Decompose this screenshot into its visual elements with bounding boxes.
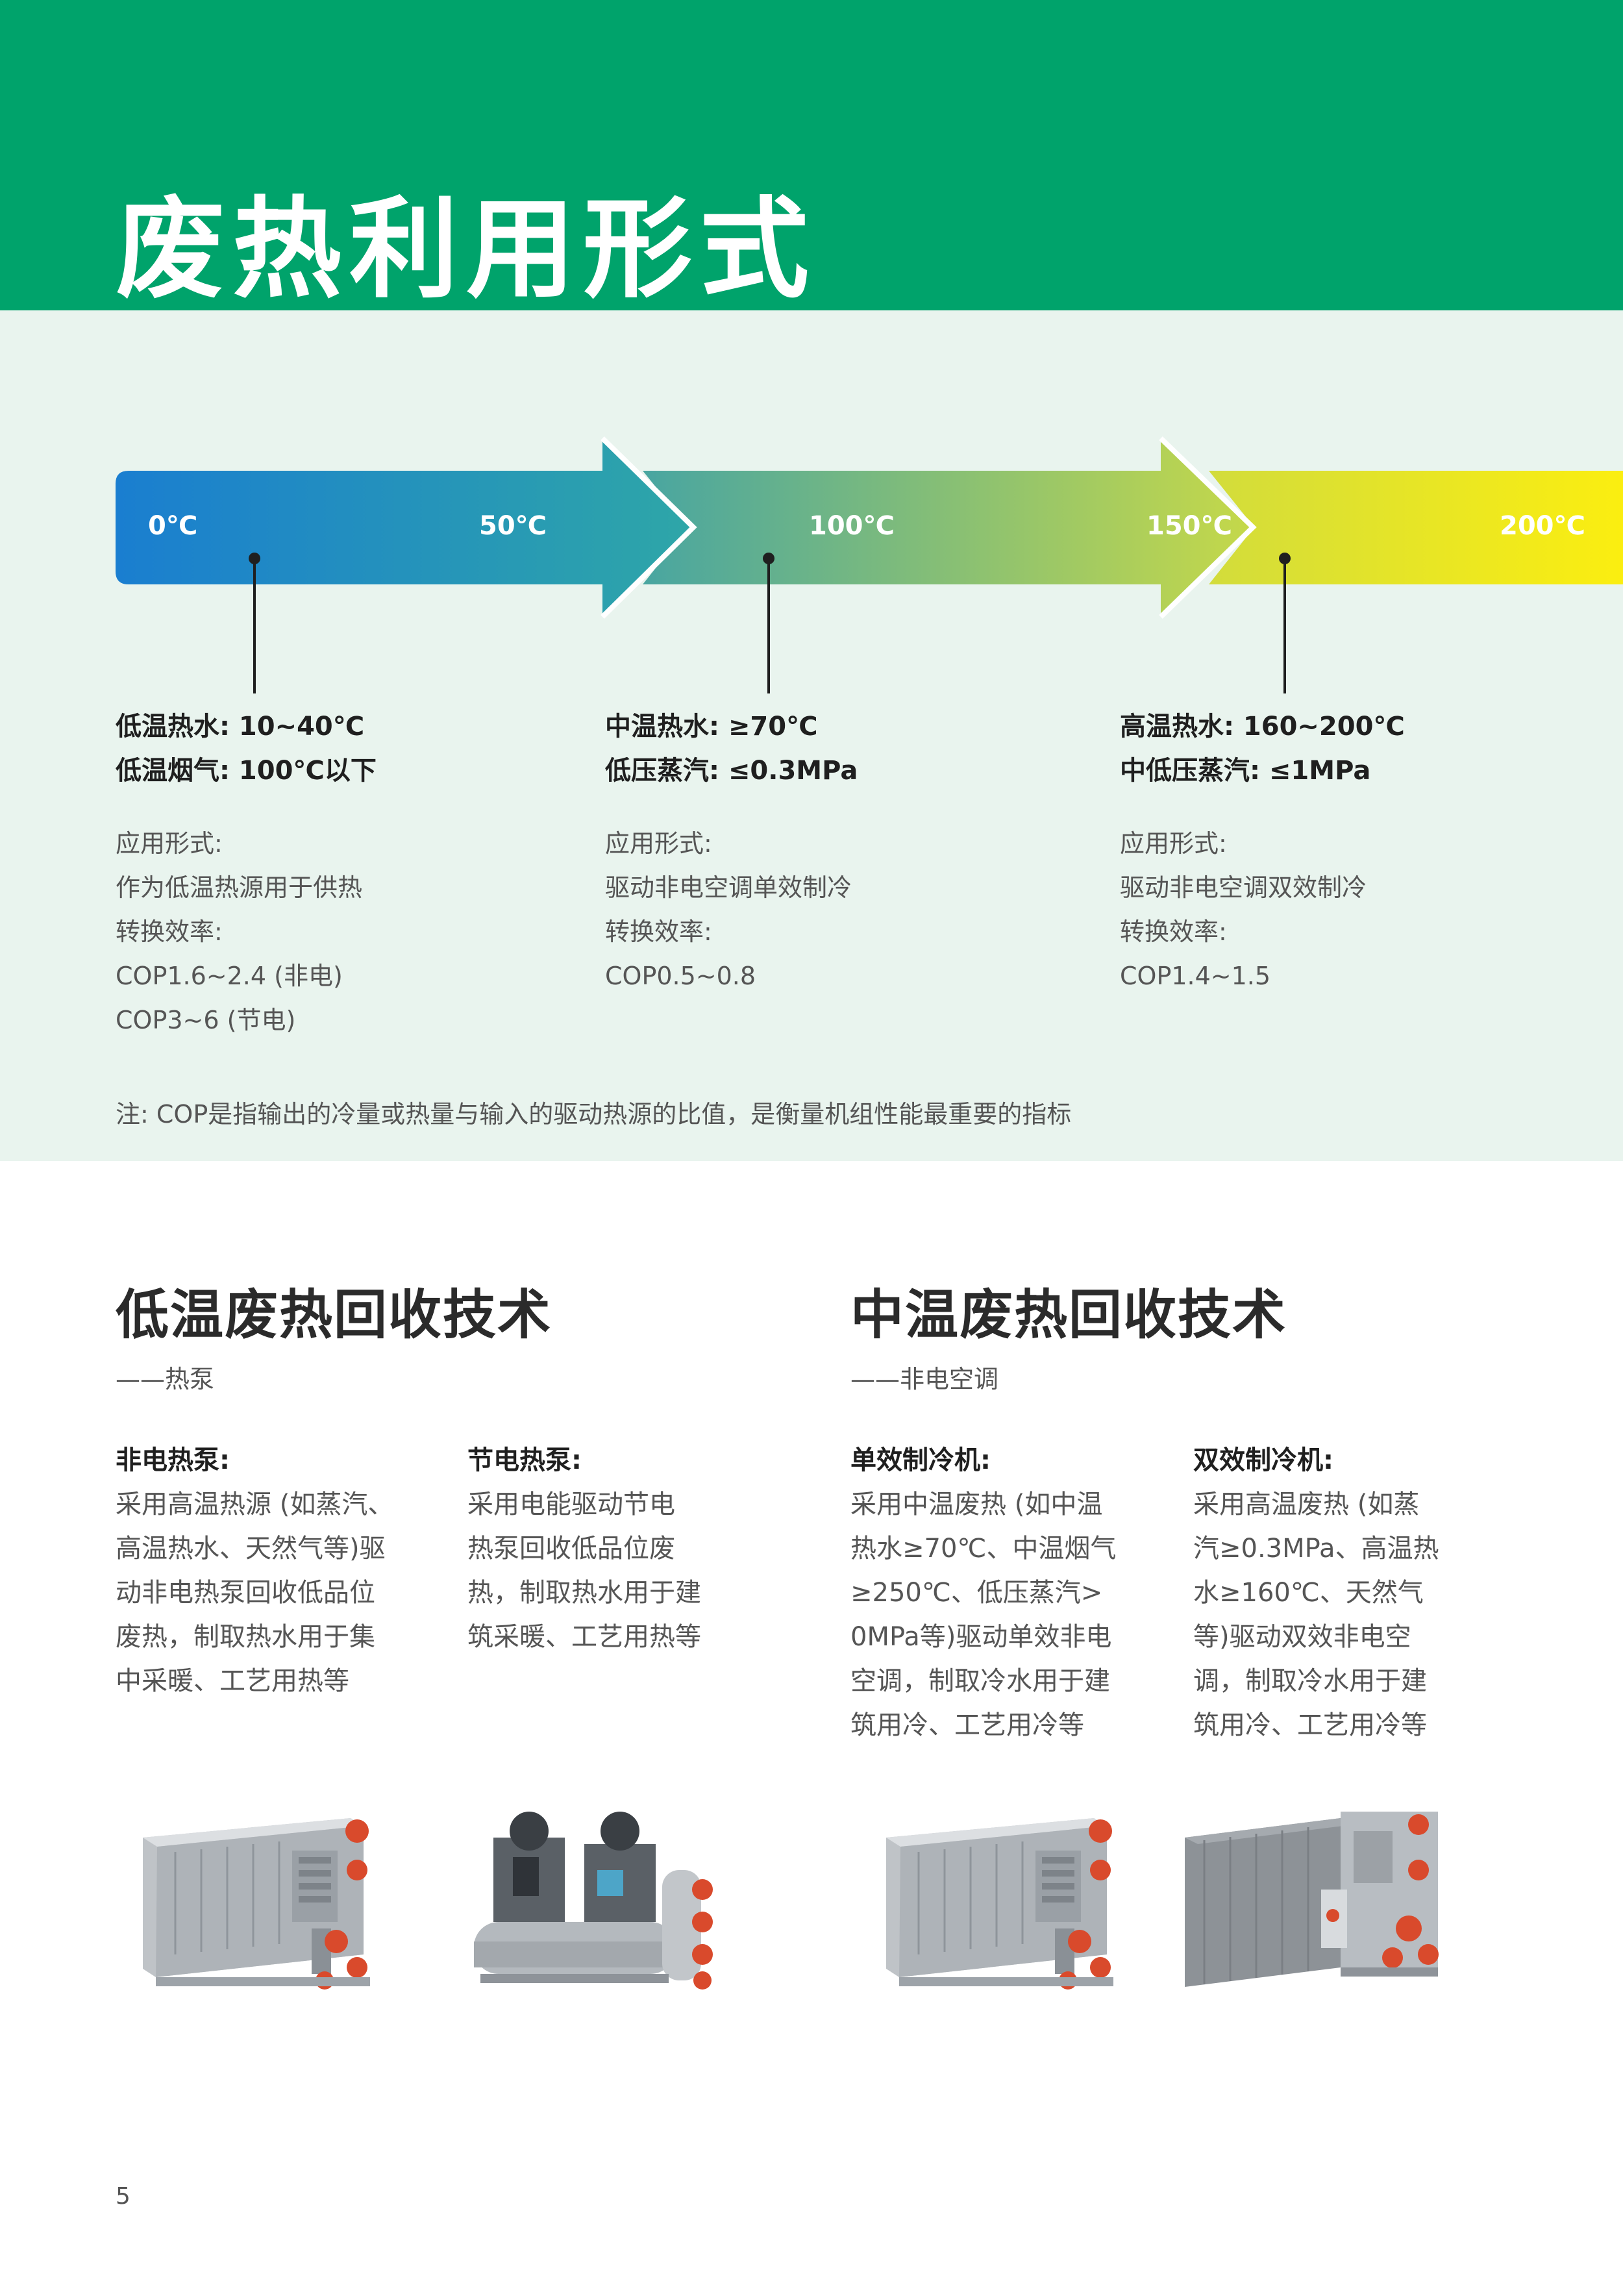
section-subtitle-low: ——热泵 xyxy=(116,1365,215,1393)
app-form-label: 应用形式: xyxy=(1120,829,1227,858)
efficiency-value: COP0.5~0.8 xyxy=(605,962,756,990)
arrow-segment-high xyxy=(1209,471,1623,584)
section-subtitle-mid: ——非电空调 xyxy=(850,1365,999,1393)
app-form-label: 应用形式: xyxy=(605,829,712,858)
efficiency-value-2: COP3~6 (节电) xyxy=(116,1006,296,1034)
efficiency-label: 转换效率: xyxy=(605,917,712,946)
page-title: 废热利用形式 xyxy=(116,186,817,310)
temp-label-200: 200℃ xyxy=(1500,511,1585,541)
column-low-temp: 低温热水: 10~40℃ 低温烟气: 100℃以下 应用形式: 作为低温热源用于… xyxy=(116,705,479,1042)
low-temp-water: 低温热水: 10~40℃ xyxy=(116,712,365,742)
efficiency-label: 转换效率: xyxy=(116,917,223,946)
temp-label-100: 100℃ xyxy=(809,511,895,541)
section-title-mid: 中温废热回收技术 xyxy=(850,1284,1287,1346)
column-high-temp: 高温热水: 160~200℃ 中低压蒸汽: ≤1MPa 应用形式: 驱动非电空调… xyxy=(1120,705,1483,998)
electric-heat-pump-image xyxy=(474,1812,713,1990)
header-banner: 废热利用形式 xyxy=(0,0,1623,310)
app-form-label: 应用形式: xyxy=(116,829,223,858)
low-pressure-steam: 低压蒸汽: ≤0.3MPa xyxy=(605,756,858,786)
temperature-band xyxy=(0,310,1623,1161)
section-title-low: 低温废热回收技术 xyxy=(116,1284,552,1346)
efficiency-value: COP1.4~1.5 xyxy=(1120,962,1271,990)
efficiency-value: COP1.6~2.4 (非电) xyxy=(116,962,343,990)
temp-label-0: 0℃ xyxy=(148,511,198,541)
app-form-value: 驱动非电空调单效制冷 xyxy=(605,873,852,902)
absorption-heat-pump-image xyxy=(143,1818,370,1990)
low-temp-flue-gas: 低温烟气: 100℃以下 xyxy=(116,756,377,786)
item-single-effect-chiller: 单效制冷机: 采用中温废热 (如中温 热水≥70℃、中温烟气 ≥250℃、低压蒸… xyxy=(850,1445,1117,1740)
arrow-segment-mid xyxy=(643,438,1253,617)
marker-line-mid xyxy=(767,558,770,693)
high-temp-water: 高温热水: 160~200℃ xyxy=(1120,712,1405,742)
mid-temp-water: 中温热水: ≥70℃ xyxy=(605,712,818,742)
app-form-value: 作为低温热源用于供热 xyxy=(116,873,363,902)
arrow-segment-low xyxy=(116,438,693,617)
efficiency-label: 转换效率: xyxy=(1120,917,1227,946)
temperature-arrow-scale xyxy=(116,436,1623,619)
page-number: 5 xyxy=(116,2183,130,2210)
item-non-electric-heat-pump: 非电热泵: 采用高温热源 (如蒸汽、 高温热水、天然气等)驱 动非电热泵回收低品… xyxy=(116,1445,394,1696)
mid-low-pressure-steam: 中低压蒸汽: ≤1MPa xyxy=(1120,756,1371,786)
temp-label-150: 150℃ xyxy=(1146,511,1232,541)
app-form-value: 驱动非电空调双效制冷 xyxy=(1120,873,1367,902)
column-mid-temp: 中温热水: ≥70℃ 低压蒸汽: ≤0.3MPa 应用形式: 驱动非电空调单效制… xyxy=(605,705,969,998)
cop-note: 注: COP是指输出的冷量或热量与输入的驱动热源的比值，是衡量机组性能最重要的指… xyxy=(116,1100,1072,1129)
double-effect-chiller-image xyxy=(1185,1812,1439,1987)
marker-line-high xyxy=(1283,558,1286,693)
marker-line-low xyxy=(253,558,256,693)
item-power-saving-heat-pump: 节电热泵: 采用电能驱动节电 热泵回收低品位废 热，制取热水用于建 筑采暖、工艺… xyxy=(467,1445,701,1652)
item-double-effect-chiller: 双效制冷机: 采用高温废热 (如蒸 汽≥0.3MPa、高温热 水≥160℃、天然… xyxy=(1193,1445,1439,1740)
temp-label-50: 50℃ xyxy=(479,511,547,541)
single-effect-chiller-image xyxy=(886,1818,1113,1990)
